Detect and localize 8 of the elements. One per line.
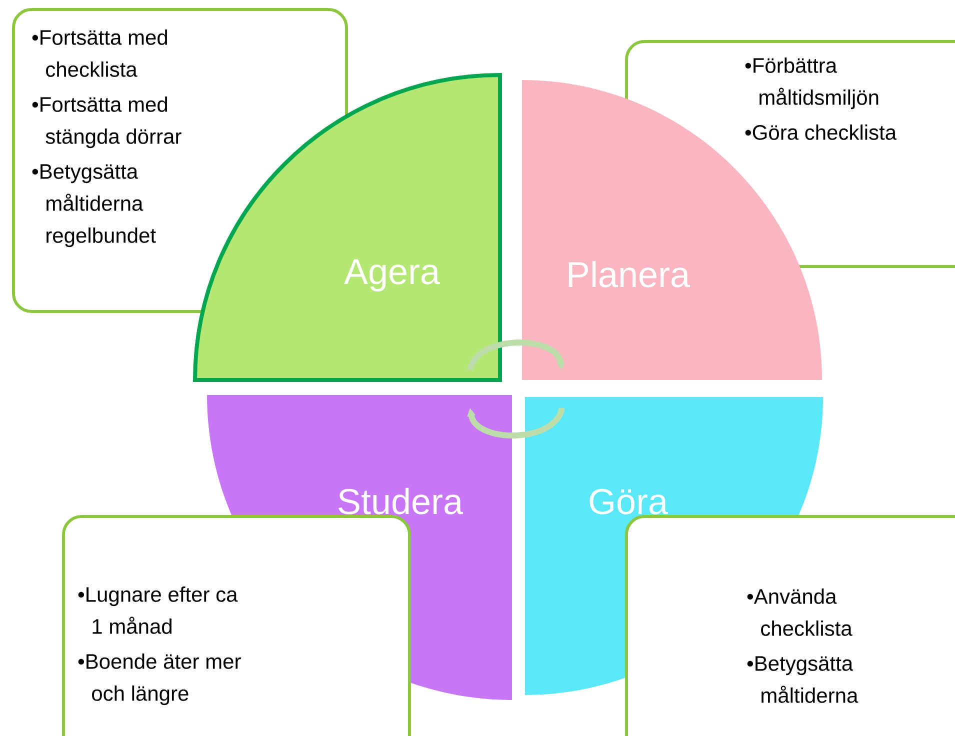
bullet-item: •Fortsätta med checklista [32, 30, 168, 77]
note-box [62, 515, 411, 736]
note-box [625, 515, 955, 736]
cycle-arrow [467, 406, 565, 438]
bullet-item: •Betygsätta måltiderna regelbundet [32, 164, 156, 248]
cycle-arrow [467, 340, 565, 372]
quadrant: Agera [193, 73, 502, 382]
bullet-item: •Fortsätta med stängda dörrar [32, 96, 182, 148]
